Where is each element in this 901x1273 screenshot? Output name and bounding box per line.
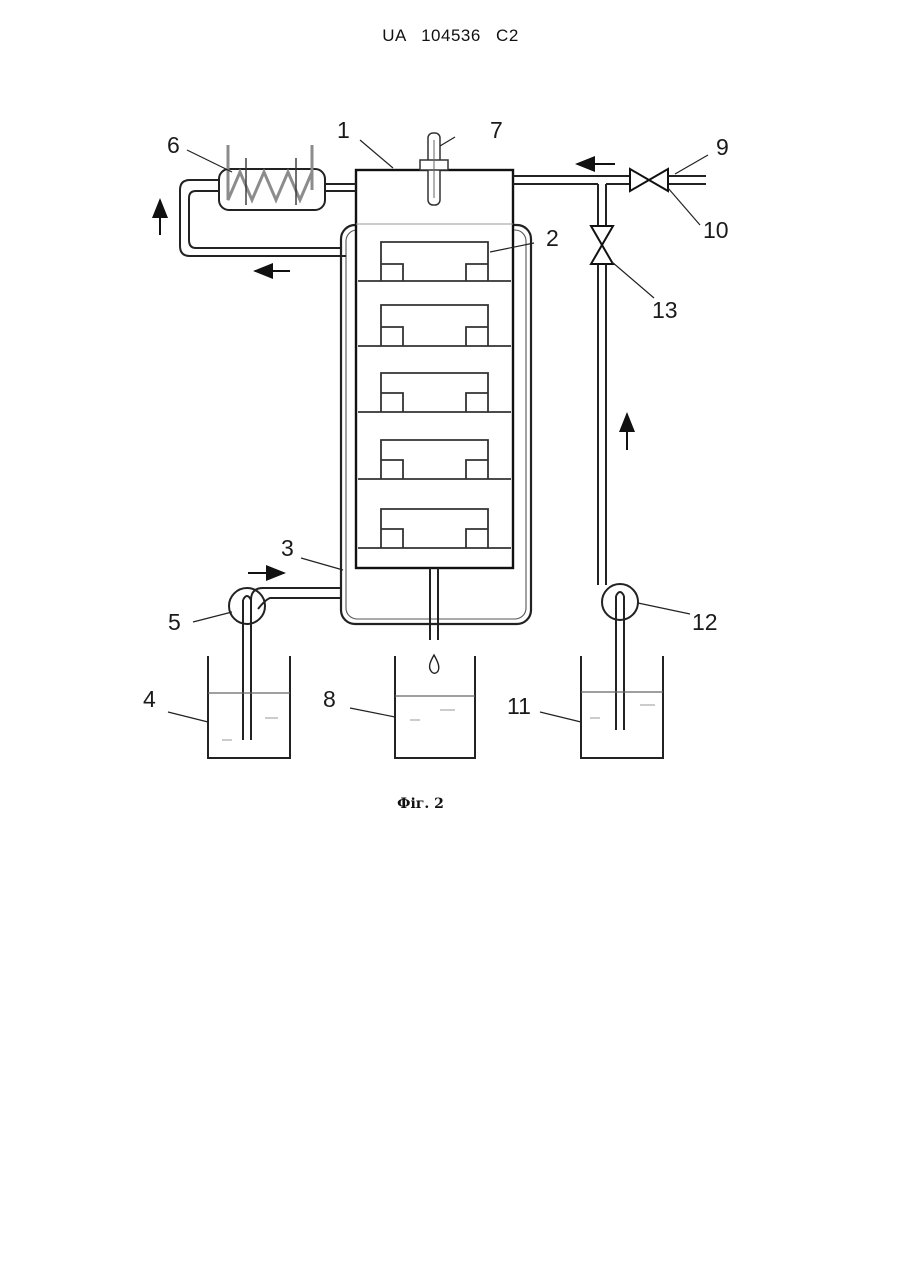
callout-1: 1 [337,117,350,143]
gas-inlet-line [513,176,706,184]
callout-13: 13 [652,297,678,323]
callout-8: 8 [323,686,336,712]
callout-12: 12 [692,609,718,635]
vessel-8 [395,656,475,758]
valve-13 [591,226,613,264]
pump-5 [229,588,265,740]
callout-6: 6 [167,132,180,158]
callout-9: 9 [716,134,729,160]
callout-11: 11 [507,693,531,719]
callout-10: 10 [703,217,729,243]
vessel-4 [208,656,290,758]
callout-5: 5 [168,609,181,635]
vessel-11 [581,656,663,758]
valve-10 [630,169,668,191]
figure-caption: Фіг. 2 [0,796,871,812]
callout-3: 3 [281,535,294,561]
callout-4: 4 [143,686,156,712]
vapor-line [325,184,356,191]
condenser [219,145,325,210]
callout-2: 2 [546,225,559,251]
bottom-outlet [430,568,439,673]
pump-12 [602,584,638,730]
callout-7: 7 [490,117,503,143]
